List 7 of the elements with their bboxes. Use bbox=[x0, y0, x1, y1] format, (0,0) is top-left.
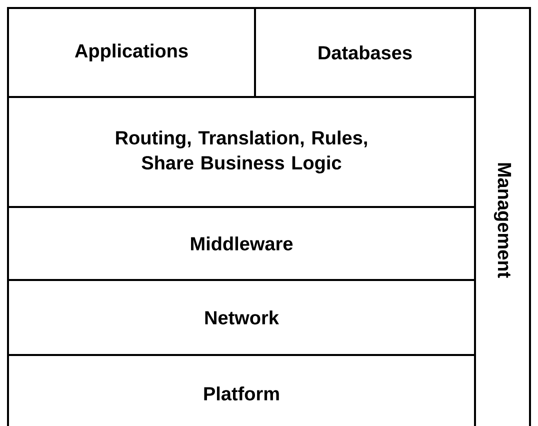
layer-box: Platform bbox=[7, 354, 476, 426]
layer-box: Applications bbox=[7, 7, 256, 98]
layer-box: Middleware bbox=[7, 206, 476, 281]
layer-box: Routing, Translation, Rules, Share Business Logic bbox=[7, 96, 476, 208]
layer-box: Management bbox=[474, 7, 531, 426]
layer-box: Network bbox=[7, 279, 476, 356]
layer-box: Databases bbox=[254, 7, 476, 98]
